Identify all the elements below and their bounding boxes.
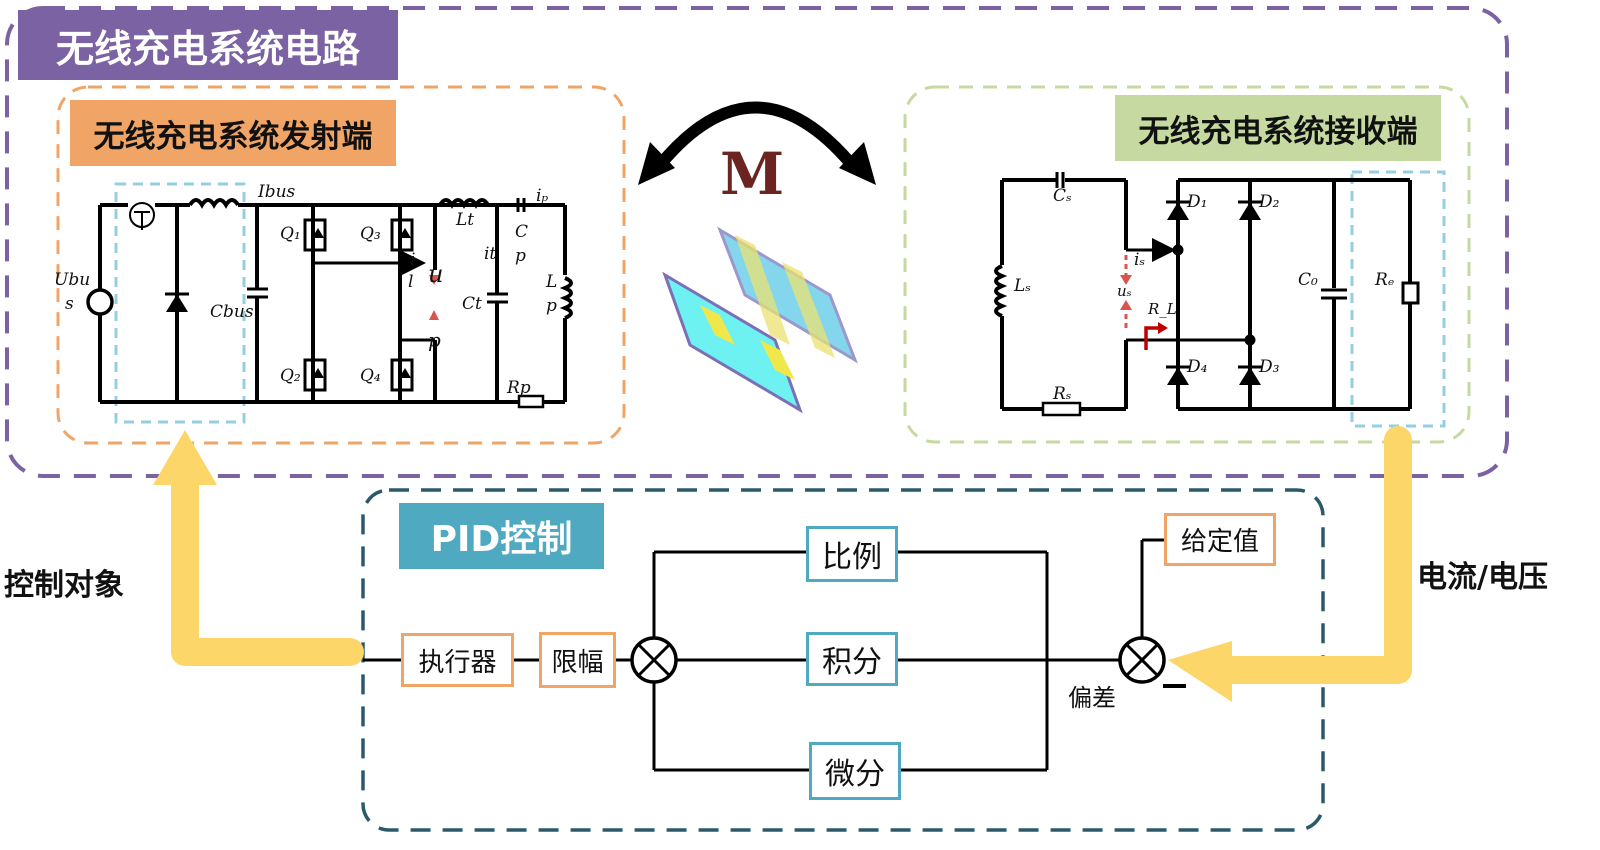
system-title: 无线充电系统电路 (18, 10, 398, 80)
diode-d4-icon (1166, 365, 1190, 385)
proportional-block[interactable]: 比例 (806, 526, 898, 582)
label-cp-1: C (515, 222, 529, 242)
transmitter-frame (56, 85, 626, 445)
control-object-label: 控制对象 (4, 568, 124, 603)
error-label: 偏差 (1068, 684, 1116, 712)
label-lp-1: L (546, 272, 558, 292)
integral-block[interactable]: 积分 (806, 632, 898, 686)
feedback-label: 电流/电压 (1417, 560, 1548, 595)
setpoint-block[interactable]: 给定值 (1164, 513, 1276, 566)
label-ubus-1: Ubu (54, 270, 91, 290)
label-is: iₛ (1134, 250, 1146, 270)
label-q3: Q₃ (360, 224, 381, 244)
label-rp: Rp (507, 378, 531, 398)
label-ct: Ct (462, 294, 482, 314)
mutual-inductance-arrow (638, 101, 876, 185)
diode-d3-icon (1238, 365, 1262, 385)
label-q2: Q₂ (280, 366, 301, 386)
label-cp-2: p (515, 246, 526, 266)
transmitter-circuit (86, 182, 573, 424)
label-i1-a: i (410, 250, 416, 270)
voltage-source-icon (86, 288, 114, 316)
receiver-title: 无线充电系统接收端 (1115, 95, 1441, 161)
mosfet-q2-icon (303, 358, 327, 392)
label-it: it (484, 244, 497, 264)
mosfet-q3-icon (390, 218, 414, 252)
label-d4: D₄ (1187, 357, 1208, 377)
label-cs: Cₛ (1053, 186, 1072, 206)
actuator-block[interactable]: 执行器 (401, 633, 514, 687)
label-q4: Q₄ (360, 366, 381, 386)
label-d3: D₃ (1259, 357, 1280, 377)
feedback-arrow (1168, 426, 1412, 702)
label-q1: Q₁ (280, 224, 301, 244)
label-rl: R_L (1148, 300, 1177, 318)
label-cbus: Cbus (210, 302, 254, 322)
receiver-frame (903, 85, 1471, 444)
derivative-block[interactable]: 微分 (809, 742, 901, 800)
pid-title: PID控制 (399, 503, 604, 569)
label-ip: iₚ (536, 186, 549, 206)
diode-d1-icon (1166, 200, 1190, 220)
diode-d2-icon (1238, 200, 1262, 220)
system-frame (5, 6, 1509, 478)
label-rs: Rₛ (1053, 384, 1072, 404)
label-u1-a: u (428, 260, 444, 288)
label-us: uₛ (1117, 282, 1132, 300)
label-u1-b: p (428, 328, 441, 352)
coupling-coils-illustration (662, 226, 858, 414)
mosfet-q4-icon (390, 358, 414, 392)
mutual-inductance-label: M (720, 140, 785, 208)
summing-junction-icon (630, 636, 678, 684)
receiver-circuit (994, 170, 1446, 428)
label-lp-2: p (546, 296, 557, 316)
label-d2: D₂ (1259, 192, 1280, 212)
label-d1: D₁ (1187, 192, 1208, 212)
label-c0: C₀ (1298, 270, 1318, 290)
label-lt: Lt (456, 210, 475, 230)
error-junction-icon (1118, 636, 1166, 684)
limiter-block[interactable]: 限幅 (539, 632, 616, 688)
label-ubus-2: s (65, 294, 74, 314)
label-re: Rₑ (1375, 270, 1395, 290)
control-object-arrow (153, 430, 364, 666)
label-ibus: Ibus (258, 182, 296, 202)
pid-wiring (363, 538, 1186, 772)
label-ls: Lₛ (1014, 276, 1032, 296)
diode-icon (166, 294, 188, 312)
mosfet-q1-icon (303, 218, 327, 252)
label-i1-b: l (408, 272, 414, 292)
transmitter-title: 无线充电系统发射端 (70, 100, 396, 166)
